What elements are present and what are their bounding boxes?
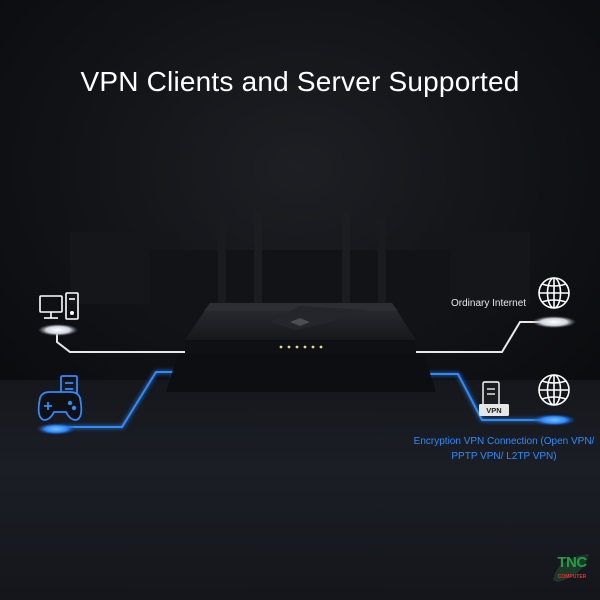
globe-icon: [538, 374, 570, 406]
status-leds: [279, 345, 323, 349]
antenna: [378, 218, 386, 314]
router: [166, 212, 436, 392]
device-pad: [36, 423, 76, 435]
antenna: [218, 218, 226, 314]
antenna: [254, 212, 262, 312]
device-pad: [532, 316, 576, 328]
gamepad-icon: [37, 375, 83, 421]
logo-subtext: COMPUTER: [557, 574, 587, 580]
desktop-computer-icon: [39, 292, 79, 320]
page-title: VPN Clients and Server Supported: [80, 66, 520, 97]
device-pad: [532, 414, 576, 426]
ordinary-internet-label: Ordinary Internet: [451, 298, 527, 309]
logo-leaf-icon: [553, 554, 589, 582]
brand-logo: TNC COMPUTER: [549, 550, 595, 594]
floor: [0, 380, 600, 600]
logo-text: TNC: [557, 554, 587, 571]
server-icon: VPN: [479, 381, 509, 416]
device-pad: [38, 324, 78, 336]
antenna: [342, 212, 350, 312]
globe-icon: [538, 277, 570, 309]
router-front: [185, 340, 416, 354]
vpn-connection-label: Encryption VPN Connection (Open VPN/ PPT…: [413, 436, 595, 462]
vpn-badge-label: VPN: [486, 406, 501, 415]
